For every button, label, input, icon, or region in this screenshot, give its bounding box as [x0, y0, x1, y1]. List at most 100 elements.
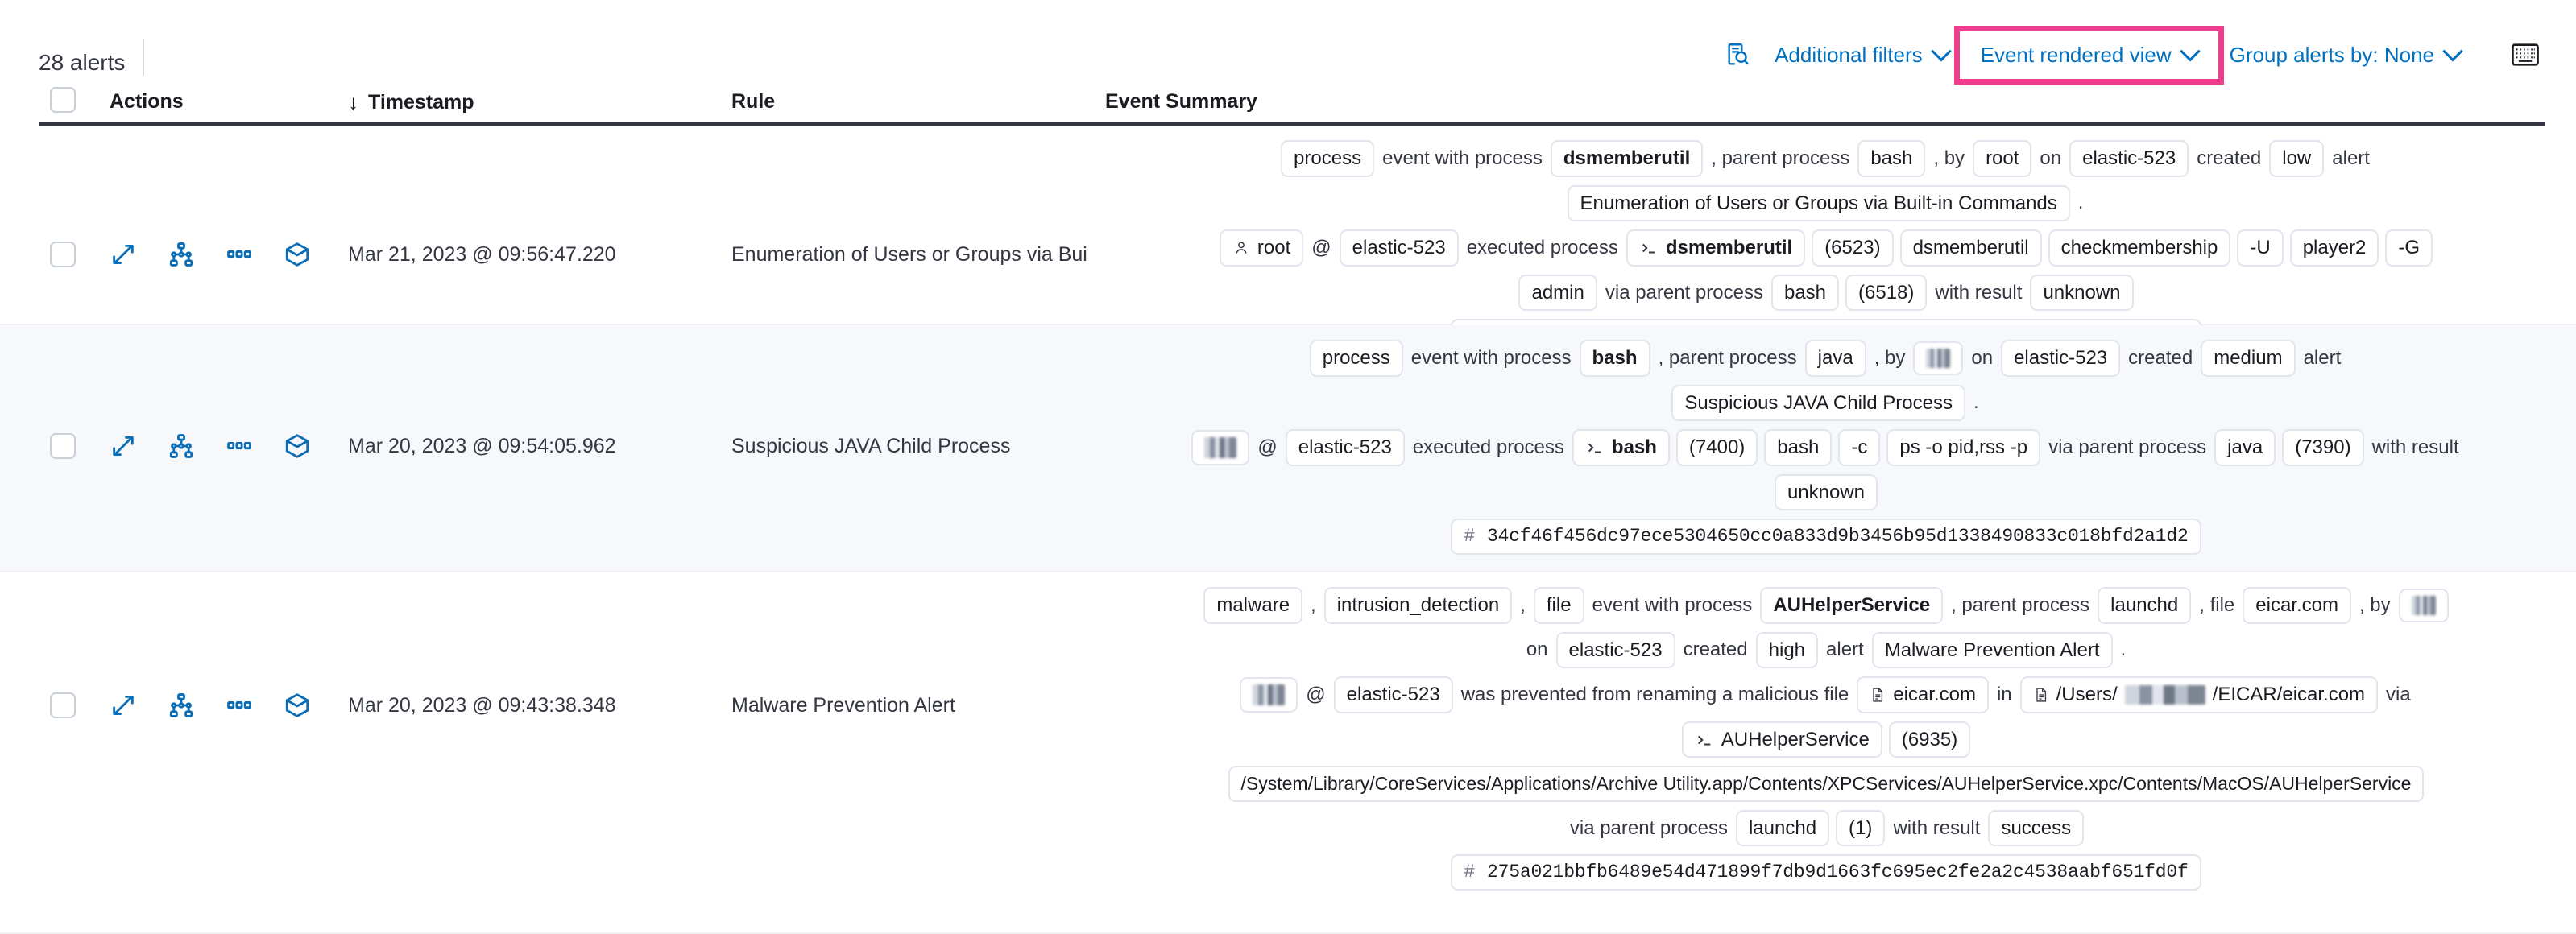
- event-summary-line: #275a021bbfb6489e54d471899f7db9d1663fc69…: [1451, 854, 2201, 891]
- summary-badge[interactable]: eicar.com: [2243, 587, 2351, 624]
- summary-badge-path[interactable]: /System/Library/CoreServices/Application…: [1228, 766, 2425, 802]
- summary-badge[interactable]: launchd: [2098, 587, 2192, 624]
- event-rendered-view-button[interactable]: Event rendered view: [1953, 25, 2224, 85]
- column-header-timestamp[interactable]: ↓ Timestamp: [348, 90, 474, 115]
- summary-badge-hash[interactable]: #34cf46f456dc97ece5304650cc0a833d9b3456b…: [1451, 519, 2201, 555]
- summary-badge[interactable]: high: [1755, 631, 1819, 669]
- summary-badge[interactable]: medium: [2201, 340, 2296, 377]
- additional-filters-button[interactable]: Additional filters: [1760, 38, 1963, 72]
- more-actions-icon[interactable]: [226, 241, 253, 268]
- summary-badge[interactable]: ps -o pid,rss -p: [1886, 429, 2041, 466]
- summary-badge[interactable]: -c: [1838, 429, 1881, 466]
- summary-badge[interactable]: (1): [1836, 809, 1886, 847]
- analyzer-icon[interactable]: [168, 241, 195, 268]
- event-summary-line: AUHelperService(6935): [1681, 721, 1971, 758]
- summary-badge[interactable]: dsmemberutil: [1550, 140, 1704, 177]
- row-rule-name[interactable]: Malware Prevention Alert: [731, 694, 955, 717]
- summary-badge[interactable]: [2398, 588, 2449, 622]
- summary-badge[interactable]: player2: [2289, 229, 2379, 267]
- summary-badge[interactable]: elastic-523: [1285, 429, 1405, 466]
- keyboard-icon[interactable]: [2507, 36, 2544, 73]
- group-alerts-by-button[interactable]: Group alerts by: None: [2215, 38, 2475, 72]
- summary-badge[interactable]: (6523): [1812, 229, 1894, 267]
- summary-badge[interactable]: Enumeration of Users or Groups via Built…: [1567, 184, 2070, 222]
- summary-badge[interactable]: malware: [1203, 587, 1303, 624]
- column-header-rule[interactable]: Rule: [731, 90, 775, 114]
- summary-badge[interactable]: bash: [1764, 429, 1833, 466]
- expand-icon[interactable]: [110, 692, 137, 719]
- summary-badge[interactable]: java: [1804, 340, 1866, 377]
- summary-badge[interactable]: eicar.com: [1857, 676, 1989, 713]
- expand-icon[interactable]: [110, 432, 137, 460]
- summary-badge[interactable]: success: [1988, 809, 2085, 847]
- summary-badge[interactable]: (7400): [1675, 429, 1758, 466]
- summary-badge-label-suffix: /EICAR/eicar.com: [2212, 684, 2366, 706]
- summary-badge[interactable]: (7390): [2282, 429, 2364, 466]
- summary-badge[interactable]: [1913, 341, 1964, 375]
- summary-badge-label: java: [2227, 436, 2263, 459]
- summary-badge[interactable]: launchd: [1735, 809, 1830, 847]
- summary-badge[interactable]: process: [1281, 140, 1375, 177]
- summary-badge[interactable]: (6518): [1845, 274, 1928, 312]
- summary-badge[interactable]: Suspicious JAVA Child Process: [1671, 384, 1965, 422]
- summary-badge[interactable]: AUHelperService: [1681, 721, 1882, 758]
- summary-badge[interactable]: dsmemberutil: [1899, 229, 2042, 267]
- summary-badge[interactable]: elastic-523: [2069, 140, 2189, 177]
- summary-badge[interactable]: low: [2269, 140, 2325, 177]
- summary-badge[interactable]: -G: [2385, 229, 2433, 267]
- select-all-checkbox[interactable]: [50, 87, 76, 113]
- summary-badge[interactable]: [1240, 676, 1298, 713]
- summary-badge[interactable]: bash: [1572, 429, 1670, 466]
- summary-badge[interactable]: /Users//EICAR/eicar.com: [2019, 676, 2379, 713]
- summary-badge[interactable]: root: [1219, 229, 1304, 267]
- column-header-event-summary[interactable]: Event Summary: [1105, 90, 1257, 114]
- summary-badge[interactable]: bash: [1770, 274, 1840, 312]
- summary-badge[interactable]: -U: [2237, 229, 2284, 267]
- summary-badge[interactable]: unknown: [2030, 274, 2134, 312]
- summary-badge[interactable]: dsmemberutil: [1626, 229, 1806, 267]
- session-view-icon[interactable]: [284, 432, 311, 460]
- more-actions-icon[interactable]: [226, 692, 253, 719]
- summary-badge[interactable]: elastic-523: [1333, 676, 1453, 713]
- summary-badge[interactable]: AUHelperService: [1760, 587, 1944, 624]
- inspect-search-icon[interactable]: [1717, 33, 1760, 76]
- console-icon: [1588, 443, 1601, 453]
- summary-badge[interactable]: elastic-523: [1339, 229, 1459, 267]
- row-select-checkbox[interactable]: [50, 692, 76, 718]
- summary-badge[interactable]: intrusion_detection: [1323, 587, 1513, 624]
- summary-badge[interactable]: checkmembership: [2048, 229, 2231, 267]
- summary-badge[interactable]: (6935): [1888, 721, 1971, 758]
- summary-badge[interactable]: admin: [1518, 274, 1597, 312]
- session-view-icon[interactable]: [284, 241, 311, 268]
- session-view-icon[interactable]: [284, 692, 311, 719]
- summary-badge[interactable]: elastic-523: [1555, 631, 1675, 669]
- summary-badge[interactable]: bash: [1857, 140, 1926, 177]
- summary-badge[interactable]: root: [1973, 140, 2032, 177]
- column-header-actions[interactable]: Actions: [110, 90, 184, 114]
- event-summary-line: Enumeration of Users or Groups via Built…: [1567, 184, 2085, 222]
- row-rule-name[interactable]: Suspicious JAVA Child Process: [731, 435, 1011, 457]
- summary-badge[interactable]: Malware Prevention Alert: [1871, 631, 2113, 669]
- analyzer-icon[interactable]: [168, 432, 195, 460]
- row-select-checkbox[interactable]: [50, 242, 76, 267]
- summary-badge[interactable]: java: [2214, 429, 2276, 466]
- summary-badge[interactable]: file: [1533, 587, 1584, 624]
- summary-badge[interactable]: [1191, 429, 1250, 465]
- row-select-checkbox[interactable]: [50, 433, 76, 459]
- summary-badge[interactable]: elastic-523: [2001, 340, 2121, 377]
- expand-icon[interactable]: [110, 241, 137, 268]
- summary-badge[interactable]: unknown: [1774, 473, 1878, 511]
- row-rule-name[interactable]: Enumeration of Users or Groups via Bui: [731, 243, 1087, 266]
- redacted-value: [2124, 684, 2205, 705]
- analyzer-icon[interactable]: [168, 692, 195, 719]
- summary-badge[interactable]: bash: [1579, 340, 1650, 377]
- summary-badge-hash[interactable]: #275a021bbfb6489e54d471899f7db9d1663fc69…: [1451, 854, 2201, 891]
- alerts-toolbar: 28 alerts Additional filters Event rende…: [0, 0, 2576, 97]
- more-actions-icon[interactable]: [226, 432, 253, 460]
- summary-badge[interactable]: process: [1309, 340, 1403, 377]
